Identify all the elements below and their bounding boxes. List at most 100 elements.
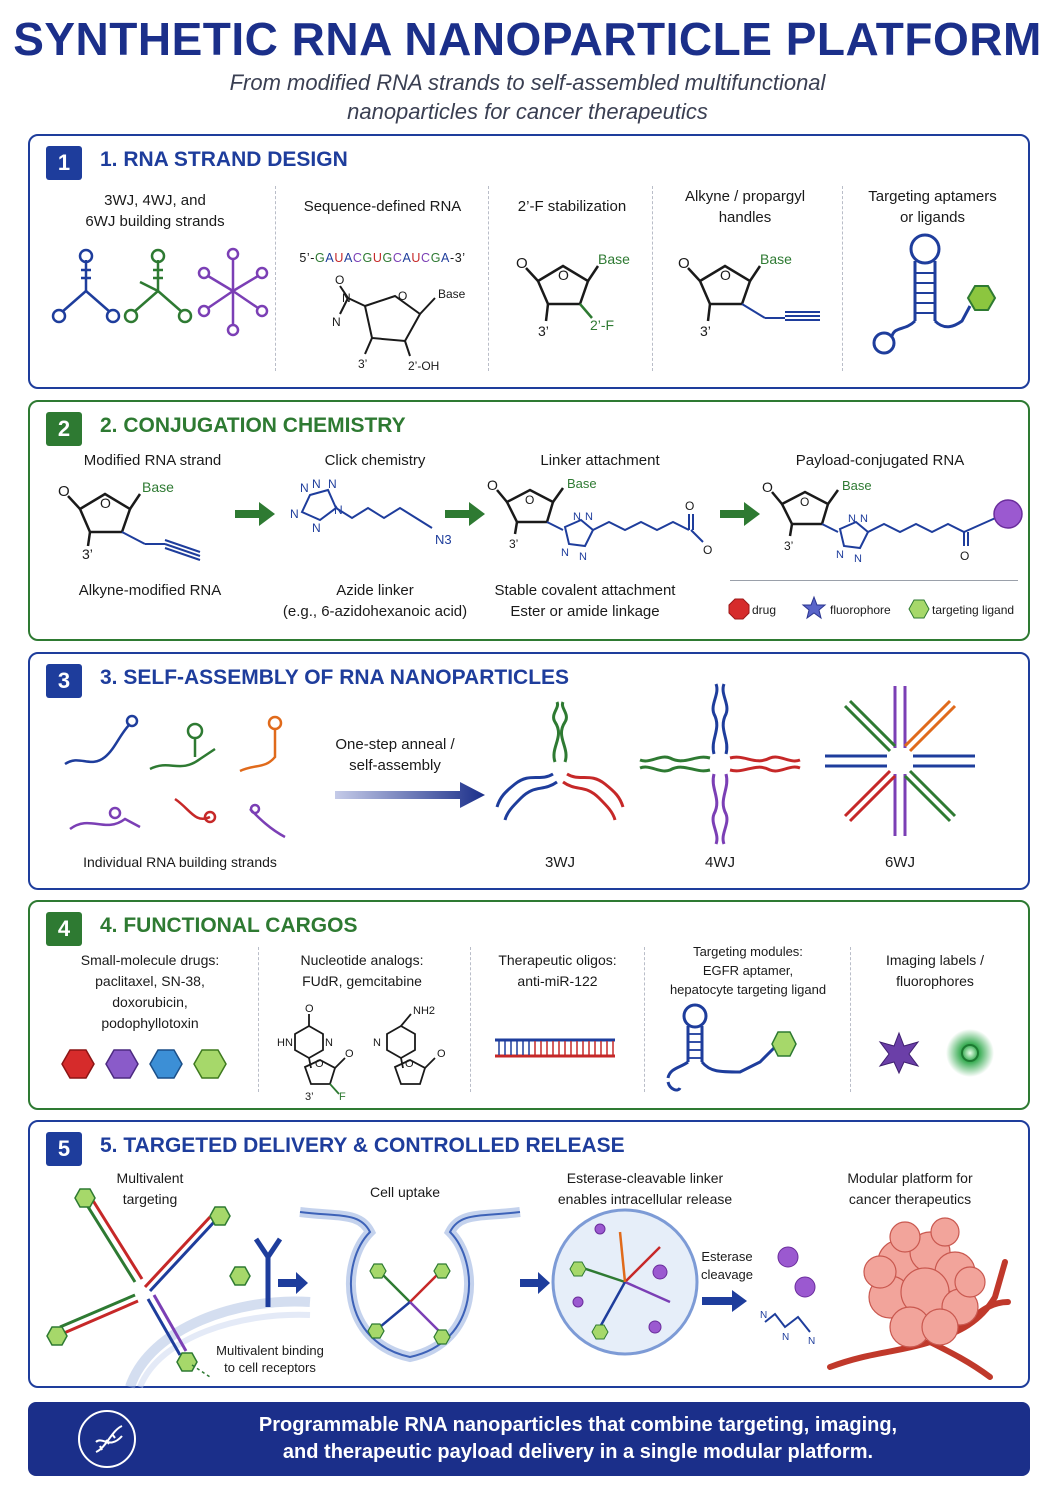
sequence-base: G [362, 251, 373, 265]
atom-o: O [335, 273, 344, 287]
4wj-nanoparticle [639, 683, 801, 845]
tumor-cell [954, 1266, 986, 1298]
summary-text: Programmable RNA nanoparticles that comb… [258, 1414, 898, 1463]
panel-title: 2. CONJUGATION CHEMISTRY [100, 414, 406, 437]
sequence-base: C [352, 251, 363, 265]
svg-text:HN: HN [277, 1037, 293, 1049]
linker-attachment-heading: Linker attachment [540, 452, 660, 469]
svg-text:O: O [487, 477, 498, 493]
green-arrow-icon [235, 502, 275, 526]
6wj-nanoparticle [825, 686, 975, 836]
therapeutic-oligos-label: Therapeutic oligos:anti-miR-122 [498, 952, 617, 989]
atom-n: N [332, 315, 341, 329]
drug-hexagons-icon [61, 1049, 227, 1079]
targeting-aptamer-icon [666, 1003, 797, 1092]
alkyne-rna-caption: Alkyne-modified RNA [78, 582, 222, 599]
three-prime-label: 3’ [700, 323, 711, 339]
atom-o: O [678, 255, 690, 272]
anneal-arrow-icon [335, 782, 485, 808]
tumor-illustration [827, 1217, 1011, 1380]
svg-text:O: O [960, 549, 969, 563]
svg-text:N: N [808, 1336, 815, 1347]
azide-linker-caption: Azide linker(e.g., 6-azidohexanoic acid) [282, 582, 468, 620]
structure-label-6wj: 6WJ [885, 854, 915, 871]
col-2f-label: 2’-F stabilization [517, 198, 627, 215]
base-label: Base [598, 251, 630, 267]
imaging-labels-label: Imaging labels /fluorophores [885, 952, 985, 989]
sequence-base: A [343, 251, 353, 265]
svg-text:O: O [685, 499, 694, 513]
panel-targeted-delivery: 5 5. TARGETED DELIVERY & CONTROLLED RELE… [28, 1120, 1030, 1389]
legend-ligand-label: targeting ligand [932, 603, 1015, 617]
two-f-label: 2’-F [590, 317, 614, 333]
panel-self-assembly: 3 3. SELF-ASSEMBLY OF RNA NANOPARTICLES … [28, 652, 1030, 890]
green-arrow-icon [720, 502, 760, 526]
multivalent-nanoparticle-illustration [46, 1188, 311, 1389]
svg-text:N: N [325, 1037, 333, 1049]
svg-text:O: O [305, 1003, 314, 1015]
rna-sequence: 5’-GAUACGUGCAUCGA-3’ [299, 251, 466, 265]
tumor-cell [889, 1221, 921, 1253]
atom-o: O [58, 483, 70, 500]
three-prime-label: 3’ [538, 323, 549, 339]
svg-text:3’: 3’ [784, 539, 793, 553]
payload-conjugated-heading: Payload-conjugated RNA [795, 452, 965, 469]
anneal-arrow-label: One-step anneal /self-assembly [335, 736, 455, 774]
divider [488, 186, 489, 371]
svg-text:N: N [836, 549, 844, 561]
page-subtitle: From modified RNA strands to self-assemb… [0, 68, 1055, 126]
svg-text:O: O [703, 543, 712, 557]
subtitle-line-2: nanoparticles for cancer therapeutics [347, 99, 708, 124]
svg-text:N: N [328, 477, 337, 491]
sequence-base: U [334, 251, 344, 265]
page-title: SYNTHETIC RNA NANOPARTICLE PLATFORM [13, 13, 1042, 65]
atom-o: O [398, 289, 407, 303]
svg-text:N: N [312, 521, 321, 535]
subtitle-line-1: From modified RNA strands to self-assemb… [229, 70, 826, 95]
base-label: Base [842, 478, 872, 493]
sequence-base: C [421, 251, 431, 265]
individual-strands-caption: Individual RNA building strands [83, 854, 277, 870]
intracellular-release-illustration [551, 1208, 699, 1356]
tumor-cell [921, 1308, 959, 1346]
panel-title: 3. SELF-ASSEMBLY OF RNA NANOPARTICLES [100, 666, 570, 689]
legend-fluorophore-icon [801, 595, 827, 620]
sequence-base: A [325, 251, 335, 265]
divider [470, 947, 471, 1092]
structure-label-4wj: 4WJ [705, 854, 735, 871]
sequence-base: G [315, 251, 326, 265]
divider [275, 186, 276, 371]
three-prime-label: 3’ [358, 357, 367, 371]
ribose-structure-2f: O O Base 3’ 2’-F [516, 251, 630, 339]
dna-icon [78, 1410, 136, 1468]
base-label: Base [760, 251, 792, 267]
svg-text:N: N [334, 503, 343, 517]
two-oh-label: 2’-OH [408, 359, 439, 373]
ring-o: O [558, 267, 569, 283]
endocytosis-illustration [299, 1207, 521, 1363]
step-badge-2: 2 [46, 412, 82, 446]
svg-text:N: N [300, 481, 309, 495]
tumor-cell [930, 1217, 960, 1247]
payload-sphere-icon [993, 499, 1023, 529]
svg-text:N: N [848, 513, 856, 525]
svg-text:N: N [290, 507, 299, 521]
svg-text:N: N [585, 511, 593, 523]
step-badge-5: 5 [46, 1132, 82, 1166]
panel-title: 1. RNA STRAND DESIGN [100, 148, 348, 171]
6wj-strand-icon [197, 247, 269, 337]
legend-ligand-icon [908, 599, 930, 619]
sequence-base: G [430, 251, 442, 265]
svg-text:N: N [312, 477, 321, 491]
svg-text:O: O [405, 1058, 414, 1070]
fluorescence-glow-icon [946, 1029, 994, 1077]
cell-receptor-icon [253, 1237, 283, 1307]
svg-text:N: N [579, 551, 587, 563]
